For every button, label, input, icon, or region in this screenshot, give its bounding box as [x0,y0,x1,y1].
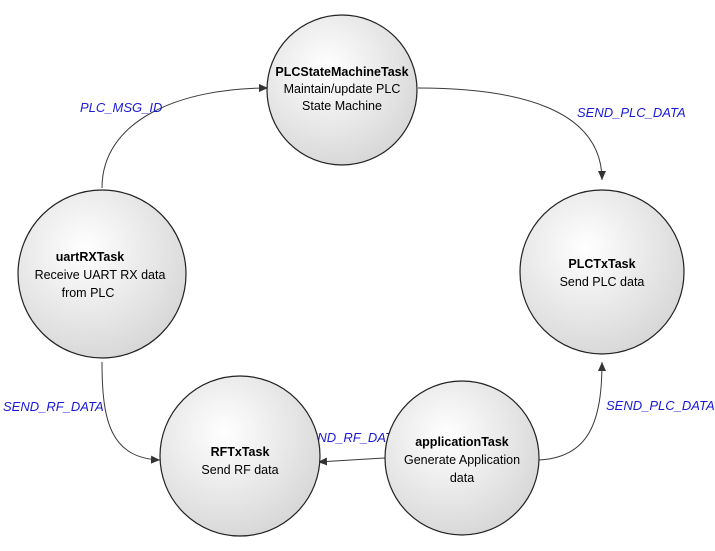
edge-label-send-plc-data-top: SEND_PLC_DATA [577,105,686,120]
node-title: applicationTask [415,435,509,449]
edge-label-send-rf-data-middle: SEND_RF_DATA [300,430,401,445]
node-application-task: applicationTask Generate Application dat… [384,380,540,536]
node-description-line: State Machine [302,99,382,113]
node-circle [159,375,321,537]
node-description-line: Maintain/update PLC [284,82,401,96]
node-uart-rx-task: uartRXTask Receive UART RX data from PLC [17,189,187,359]
node-description-line: Receive UART RX data [35,268,166,282]
edge-statemachine-to-plctx [417,87,606,181]
node-circle [266,14,418,166]
node-description-line: Send PLC data [560,275,645,289]
node-circle [17,189,187,359]
edge-app-to-rftx [317,457,386,466]
node-plc-state-machine-task: PLCStateMachineTask Maintain/update PLC … [266,14,418,166]
node-rf-tx-task: RFTxTask Send RF data [159,375,321,537]
node-description-line: Send RF data [201,463,278,477]
node-title: PLCStateMachineTask [275,65,408,79]
edge-app-to-plctx [537,361,606,461]
node-title: uartRXTask [56,250,125,264]
edge-uart-to-statemachine [101,84,269,189]
node-plc-tx-task: PLCTxTask Send PLC data [519,189,685,355]
node-description-line: Generate Application [404,453,520,467]
edge-uart-to-rftx [101,361,161,464]
edge-label-send-rf-data-left: SEND_RF_DATA [3,399,104,414]
edge-label-plc-msg-id: PLC_MSG_ID [80,100,162,115]
node-circle [384,380,540,536]
node-title: PLCTxTask [568,257,635,271]
node-circle [519,189,685,355]
node-description-line: data [450,471,474,485]
edge-label-send-plc-data-bottom: SEND_PLC_DATA [606,398,715,413]
node-title: RFTxTask [211,445,270,459]
node-description-line: from PLC [62,286,115,300]
